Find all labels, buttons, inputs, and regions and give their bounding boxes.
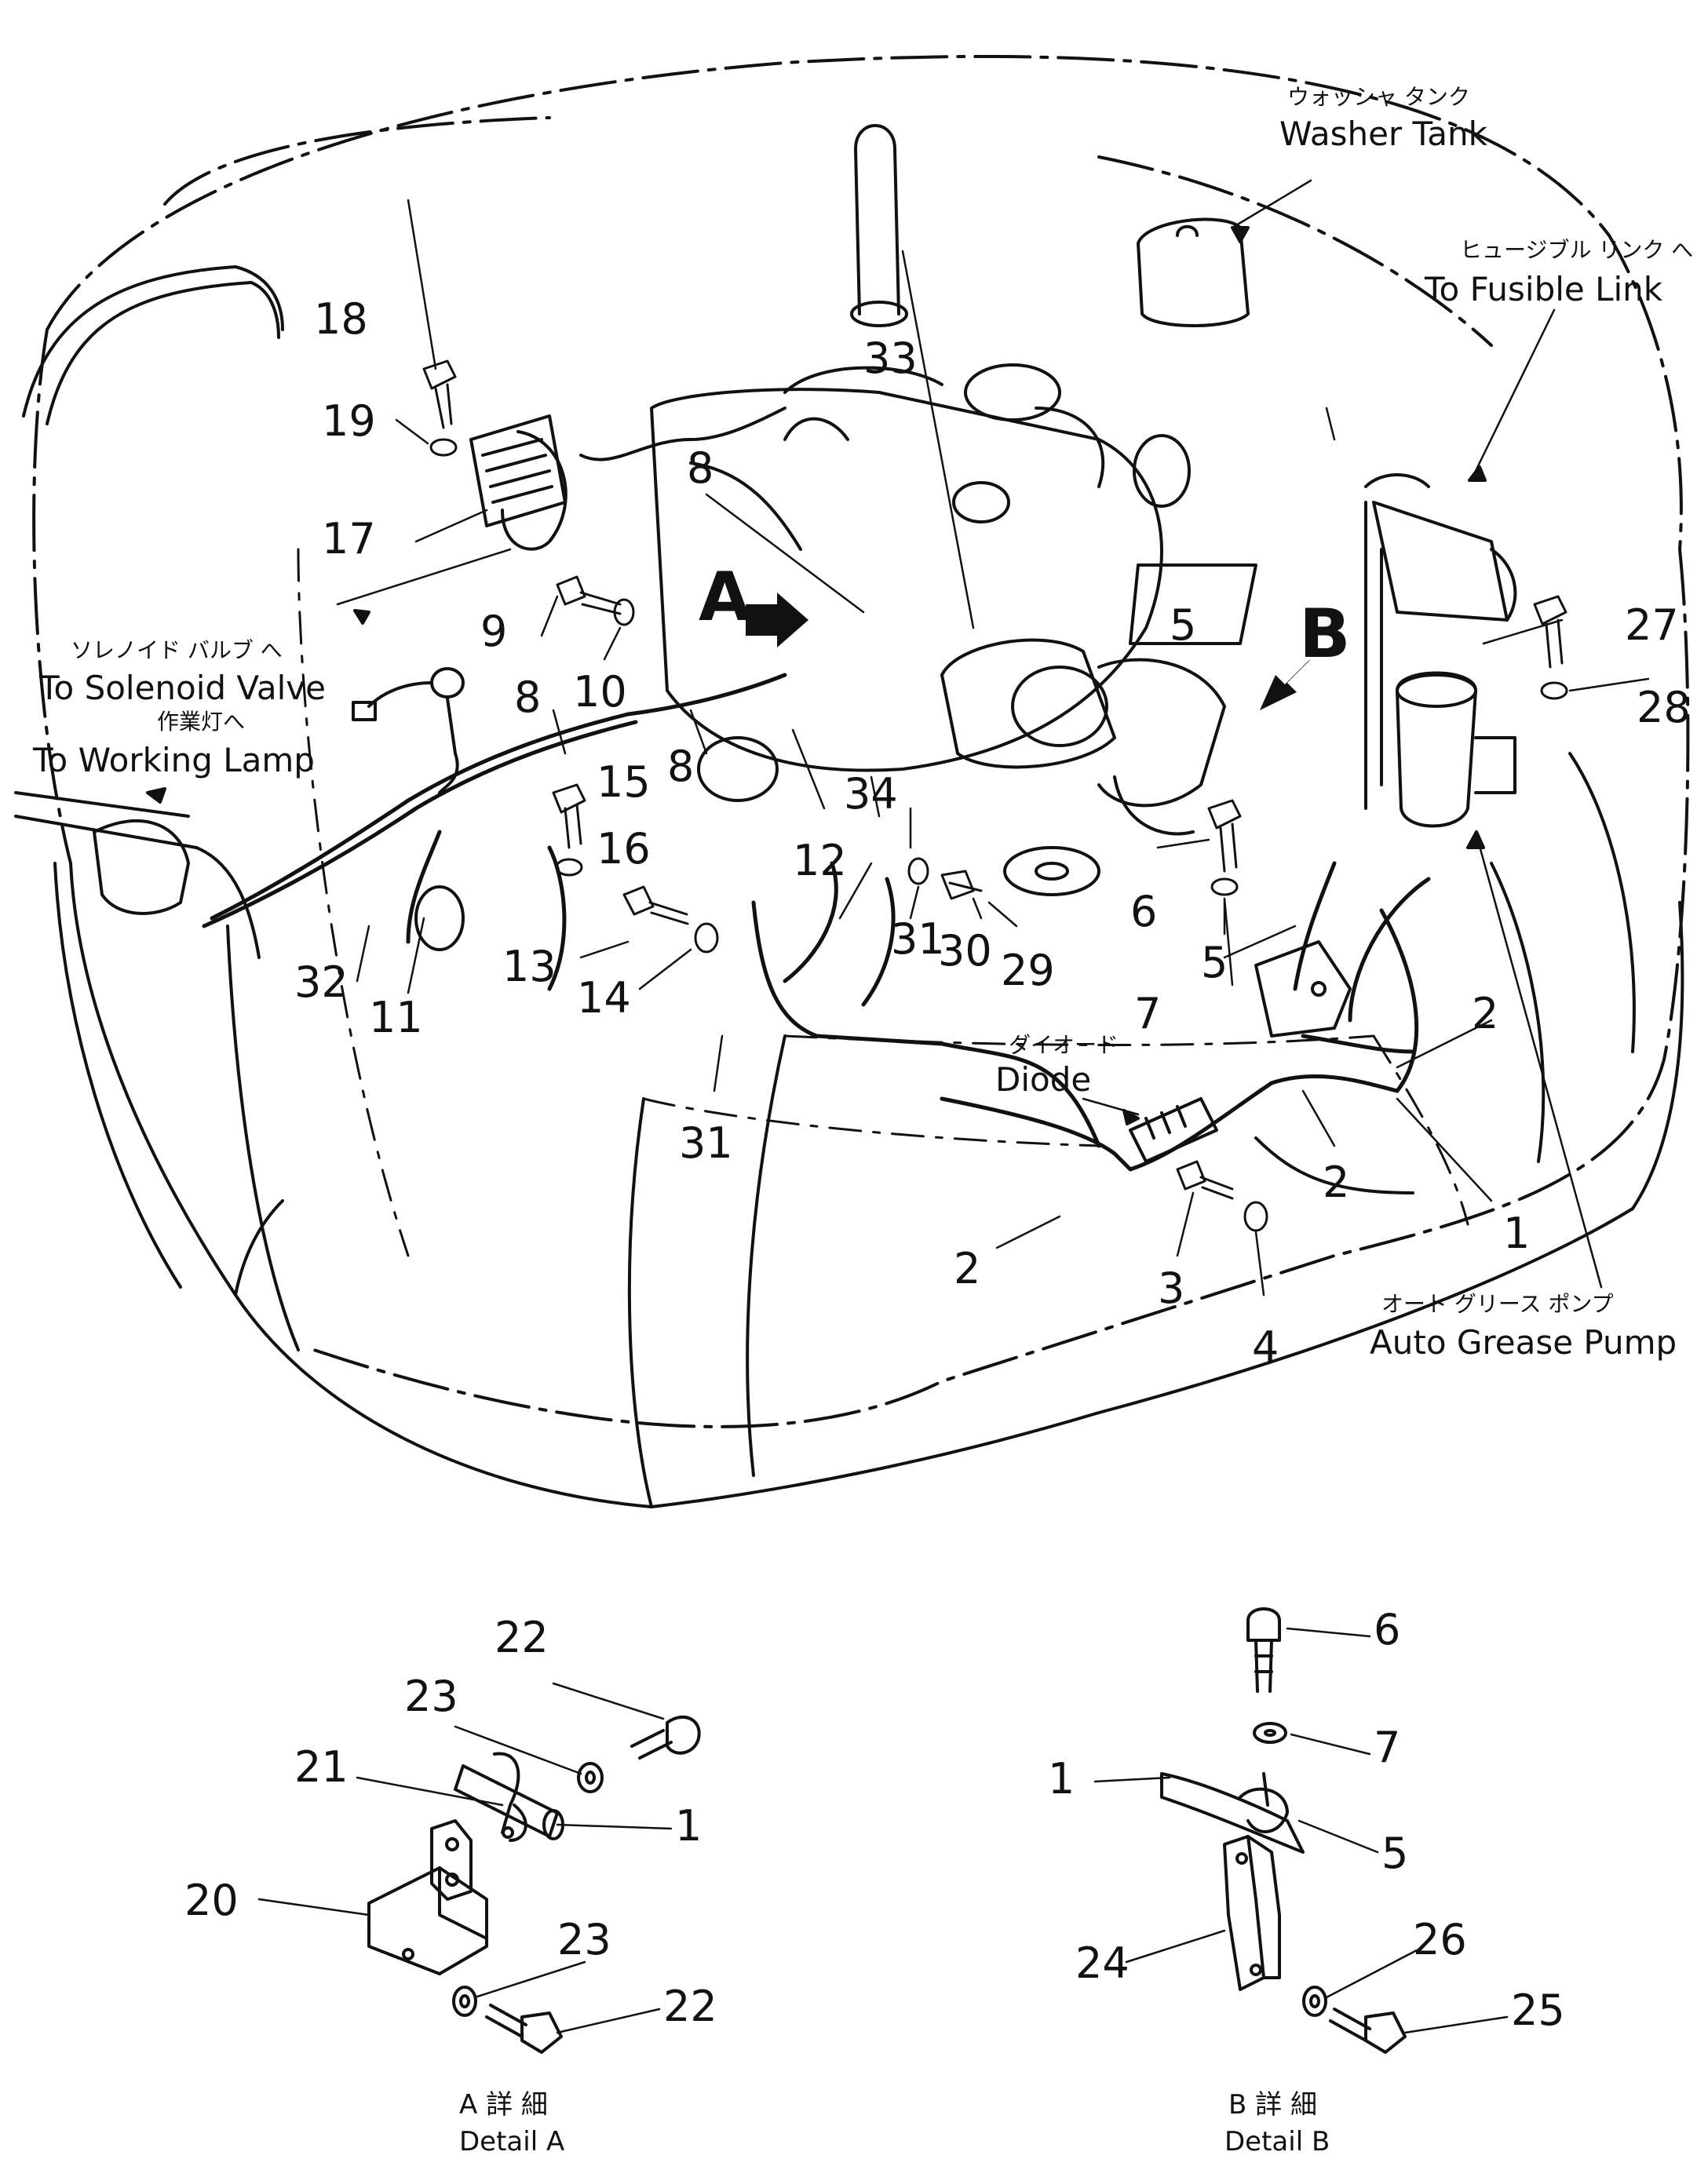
side-lamp bbox=[93, 819, 190, 915]
fusible-link-box bbox=[1364, 473, 1517, 810]
detail-a-part-1: 1 bbox=[675, 1801, 703, 1851]
part-number-1: 1 bbox=[1503, 1209, 1531, 1258]
part-number-28: 28 bbox=[1637, 683, 1691, 732]
part-number-27: 27 bbox=[1625, 600, 1679, 650]
part-number-31-upper: 31 bbox=[891, 914, 945, 964]
part-number-7: 7 bbox=[1134, 989, 1162, 1038]
detail-b-part-1: 1 bbox=[1048, 1754, 1075, 1803]
machine-body bbox=[14, 265, 1684, 1508]
view-arrows bbox=[746, 593, 1311, 710]
part-number-19: 19 bbox=[322, 396, 376, 446]
detail-a-part-21: 21 bbox=[294, 1742, 349, 1792]
part-number-10: 10 bbox=[573, 667, 627, 717]
part-number-33: 33 bbox=[863, 334, 918, 383]
part-number-4: 4 bbox=[1252, 1322, 1279, 1372]
detail-a-part-20: 20 bbox=[184, 1876, 239, 1925]
fusible-link-label-jp: ヒュージブル リンク へ bbox=[1460, 237, 1694, 263]
detail-a-caption-jp: A 詳 細 bbox=[459, 2089, 548, 2121]
leader-lines bbox=[336, 179, 1650, 1297]
washer-tank-label-jp: ウォッシャ タンク bbox=[1287, 84, 1470, 110]
detail-b-caption: Detail B bbox=[1224, 2126, 1330, 2157]
part-number-8-mid: 8 bbox=[667, 742, 695, 791]
detail-b-leaders bbox=[1093, 1627, 1509, 2034]
detail-a-part-22-top: 22 bbox=[495, 1613, 549, 1662]
part-number-12: 12 bbox=[793, 836, 847, 885]
part-number-2-right: 2 bbox=[1472, 989, 1499, 1038]
detail-a-caption: Detail A bbox=[459, 2126, 565, 2157]
part-number-8-top: 8 bbox=[687, 443, 714, 493]
detail-b-part-5: 5 bbox=[1381, 1829, 1409, 1878]
part-number-6: 6 bbox=[1130, 887, 1158, 936]
view-marker-a: A bbox=[699, 558, 751, 636]
exhaust-stack bbox=[850, 124, 908, 327]
part-number-15: 15 bbox=[597, 757, 651, 807]
part-number-11: 11 bbox=[369, 993, 423, 1042]
auto-grease-pump-shape bbox=[1396, 671, 1516, 828]
fasteners-main bbox=[422, 359, 1568, 1232]
part-number-31-lower: 31 bbox=[679, 1118, 733, 1168]
fusible-link-label: To Fusible Link bbox=[1425, 270, 1663, 308]
working-lamp-label-jp: 作業灯へ bbox=[157, 709, 246, 735]
detail-b-drawing bbox=[1160, 1607, 1407, 2054]
diode-connector bbox=[1129, 1097, 1218, 1163]
view-marker-b: B bbox=[1299, 595, 1351, 673]
machine-cover-outline bbox=[32, 54, 1690, 1428]
working-lamp-connector bbox=[352, 667, 465, 794]
detail-b-part-6: 6 bbox=[1374, 1605, 1401, 1654]
relay-block-shape bbox=[469, 414, 567, 527]
solenoid-valve-label: To Solenoid Valve bbox=[39, 669, 326, 707]
part-number-14: 14 bbox=[577, 973, 631, 1023]
detail-b-part-25: 25 bbox=[1511, 1986, 1565, 2035]
engine-assembly bbox=[650, 363, 1257, 896]
washer-tank-shape bbox=[1137, 217, 1250, 327]
part-number-32: 32 bbox=[294, 957, 349, 1007]
part-number-16: 16 bbox=[597, 824, 651, 873]
diode-label: Diode bbox=[995, 1060, 1092, 1099]
solenoid-valve-label-jp: ソレノイド バルブ へ bbox=[71, 637, 283, 663]
part-number-3: 3 bbox=[1158, 1264, 1185, 1313]
part-number-2-bottom: 2 bbox=[954, 1244, 981, 1293]
diode-label-jp: ダイオード bbox=[1009, 1032, 1119, 1058]
detail-b-part-7: 7 bbox=[1374, 1723, 1401, 1772]
part-number-18: 18 bbox=[314, 294, 368, 344]
part-number-5-top: 5 bbox=[1170, 600, 1197, 650]
part-number-8-left: 8 bbox=[514, 673, 542, 722]
auto-grease-pump-label: Auto Grease Pump bbox=[1370, 1323, 1677, 1362]
part-number-13: 13 bbox=[502, 942, 557, 991]
harness-top-left bbox=[501, 407, 786, 551]
arrows bbox=[146, 226, 1487, 1125]
part-number-29: 29 bbox=[1001, 946, 1055, 995]
horn bbox=[414, 885, 465, 951]
part-number-17: 17 bbox=[322, 514, 376, 563]
detail-b-caption-jp: B 詳 細 bbox=[1228, 2089, 1317, 2121]
part-number-5-mid: 5 bbox=[1201, 938, 1228, 987]
main-harness bbox=[202, 673, 1431, 1172]
detail-a-part-23-bottom: 23 bbox=[557, 1915, 611, 1964]
detail-a-drawing bbox=[367, 1715, 701, 2054]
washer-tank-label: Washer Tank bbox=[1279, 115, 1487, 153]
detail-a-leaders bbox=[257, 1682, 673, 2034]
detail-b-part-26: 26 bbox=[1413, 1915, 1467, 1964]
working-lamp-label: To Working Lamp bbox=[33, 741, 315, 779]
part-number-9: 9 bbox=[480, 607, 508, 656]
inner-panel-outline bbox=[297, 548, 1469, 1257]
relay-box bbox=[1254, 940, 1352, 1038]
part-number-2-lower: 2 bbox=[1323, 1158, 1350, 1207]
detail-a-part-23-top: 23 bbox=[404, 1672, 458, 1721]
part-number-30: 30 bbox=[938, 926, 992, 976]
detail-b-part-24: 24 bbox=[1075, 1938, 1130, 1988]
auto-grease-pump-label-jp: オート グリース ポンプ bbox=[1381, 1291, 1614, 1317]
part-number-34: 34 bbox=[844, 769, 898, 819]
detail-a-part-22-bottom: 22 bbox=[663, 1982, 717, 2031]
